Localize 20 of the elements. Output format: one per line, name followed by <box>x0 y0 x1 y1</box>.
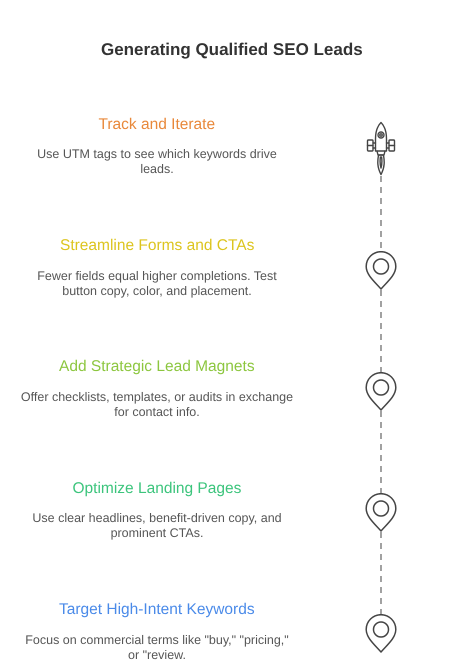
rocket-icon <box>366 121 396 176</box>
step-description: Offer checklists, templates, or audits in exchange for contact info. <box>20 390 294 420</box>
map-pin-icon <box>365 614 397 653</box>
map-pin-icon <box>365 251 397 290</box>
map-pin-icon <box>365 493 397 532</box>
step-description: Use UTM tags to see which keywords drive leads. <box>36 147 278 177</box>
step-description: Fewer fields equal higher completions. Test button copy, color, and placement. <box>36 269 278 299</box>
dashed-connector <box>380 411 382 493</box>
dashed-connector <box>380 176 382 251</box>
step-heading: Track and Iterate <box>98 116 216 134</box>
dashed-connector <box>380 532 382 614</box>
step-heading: Streamline Forms and CTAs <box>60 237 254 255</box>
step-heading: Target High-Intent Keywords <box>59 601 255 619</box>
map-pin-icon <box>365 372 397 411</box>
step-heading: Optimize Landing Pages <box>72 480 242 498</box>
title: Generating Qualified SEO Leads <box>101 40 363 60</box>
step-heading: Add Strategic Lead Magnets <box>59 358 255 376</box>
step-description: Use clear headlines, benefit-driven copy, and prominent CTAs. <box>31 511 283 541</box>
step-description: Focus on commercial terms like "buy," "pricing," or "review. <box>24 633 290 663</box>
dashed-connector <box>380 290 382 372</box>
